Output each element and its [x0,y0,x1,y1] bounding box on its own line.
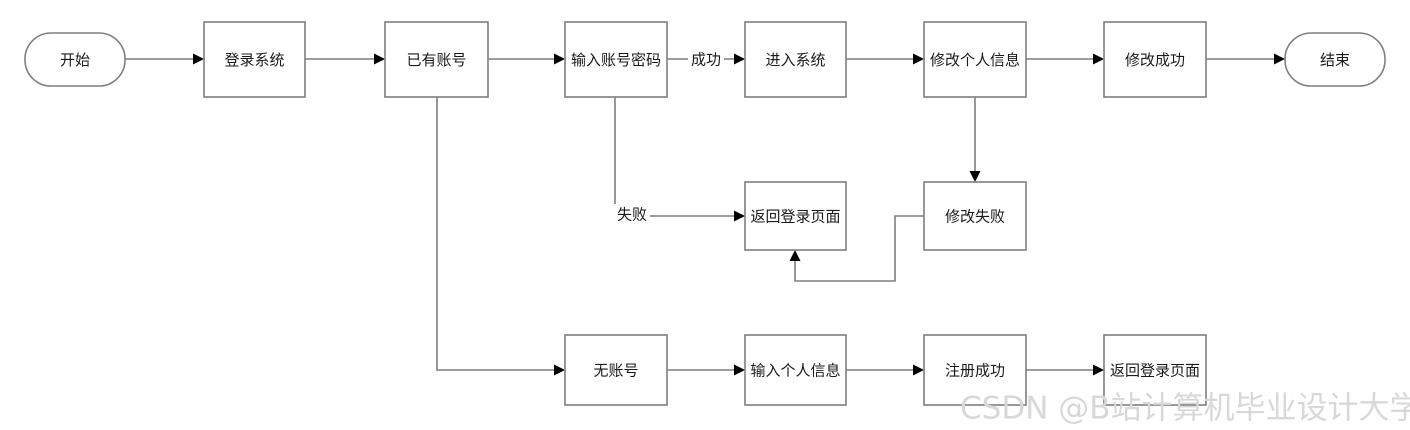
process-shape[interactable] [564,334,668,406]
node-label: 结束 [1320,51,1350,69]
node-edit-profile[interactable]: 修改个人信息 [923,21,1027,98]
edge-label-backdrop [688,49,724,69]
process-shape[interactable] [203,21,306,98]
arrow-head-icon [734,364,745,376]
arrow-head-icon [969,171,981,182]
edge-e-success-end [1206,53,1285,65]
edge-e-profile-register [846,364,924,376]
node-has-account[interactable]: 已有账号 [384,21,489,98]
node-register-ok[interactable]: 注册成功 [923,334,1027,406]
watermark-layer: CSDN @B站计算机毕业设计大学 [960,391,1410,427]
arrow-head-icon [374,53,385,65]
edge-e-creds-system: 成功 [667,49,745,69]
node-label: 修改成功 [1125,51,1185,69]
process-shape[interactable] [1103,21,1207,98]
node-label: 开始 [60,51,90,69]
edge-e-has-creds [488,53,565,65]
node-enter-creds[interactable]: 输入账号密码 [564,21,668,98]
process-shape[interactable] [384,21,489,98]
arrow-head-icon [1274,53,1285,65]
edge-line [436,97,554,371]
node-no-account[interactable]: 无账号 [564,334,668,406]
process-shape[interactable] [744,21,847,98]
node-end[interactable]: 结束 [1284,32,1386,87]
arrow-head-icon [554,53,565,65]
node-back-to-login-2[interactable]: 返回登录页面 [1103,334,1207,406]
node-edit-success[interactable]: 修改成功 [1103,21,1207,98]
node-label: 修改失败 [945,208,1005,226]
arrow-head-icon [193,53,204,65]
node-label: 输入个人信息 [750,362,840,380]
process-shape[interactable] [923,21,1027,98]
node-label: 已有账号 [406,51,466,69]
node-label: 登录系统 [224,51,284,69]
edge-label-backdrop [614,204,650,224]
node-back-to-login[interactable]: 返回登录页面 [744,181,847,251]
arrow-head-icon [734,210,745,222]
node-label: 注册成功 [945,362,1005,380]
process-shape[interactable] [923,334,1027,406]
process-shape[interactable] [744,181,847,251]
terminator-shape[interactable] [1284,32,1386,87]
node-label: 输入账号密码 [571,51,661,69]
edge-label: 成功 [691,51,721,69]
process-shape[interactable] [744,334,847,406]
arrow-head-icon [1093,53,1104,65]
process-shape[interactable] [923,181,1027,251]
edge-e-failed-back [789,215,924,282]
node-edit-failed[interactable]: 修改失败 [923,181,1027,251]
edge-line [614,97,734,217]
edge-e-start-login [125,53,204,65]
edge-e-has-noaccount [436,97,565,376]
edge-e-system-edit [846,53,924,65]
node-label: 修改个人信息 [930,51,1020,69]
process-shape[interactable] [564,21,668,98]
arrow-head-icon [913,53,924,65]
node-start[interactable]: 开始 [24,32,126,87]
node-login-system[interactable]: 登录系统 [203,21,306,98]
process-shape[interactable] [1103,334,1207,406]
arrow-head-icon [554,364,565,376]
terminator-shape[interactable] [24,32,126,87]
edge-e-noaccount-profile [667,364,745,376]
node-label: 进入系统 [765,51,825,69]
node-label: 返回登录页面 [1110,362,1200,380]
edge-e-register-back [1026,364,1104,376]
edge-e-login-has [305,53,385,65]
arrow-head-icon [1093,364,1104,376]
edge-label: 失败 [617,206,647,224]
watermark-label: CSDN @B站计算机毕业设计大学 [960,391,1410,427]
edge-e-edit-failed [969,97,981,182]
edge-line [794,215,924,282]
node-enter-system[interactable]: 进入系统 [744,21,847,98]
edge-e-creds-back: 失败 [614,97,745,224]
arrow-head-icon [734,53,745,65]
node-label: 返回登录页面 [750,208,840,226]
arrow-head-icon [789,250,801,261]
edge-e-edit-success [1026,53,1104,65]
arrow-head-icon [913,364,924,376]
node-label: 无账号 [593,362,638,380]
node-enter-profile[interactable]: 输入个人信息 [744,334,847,406]
